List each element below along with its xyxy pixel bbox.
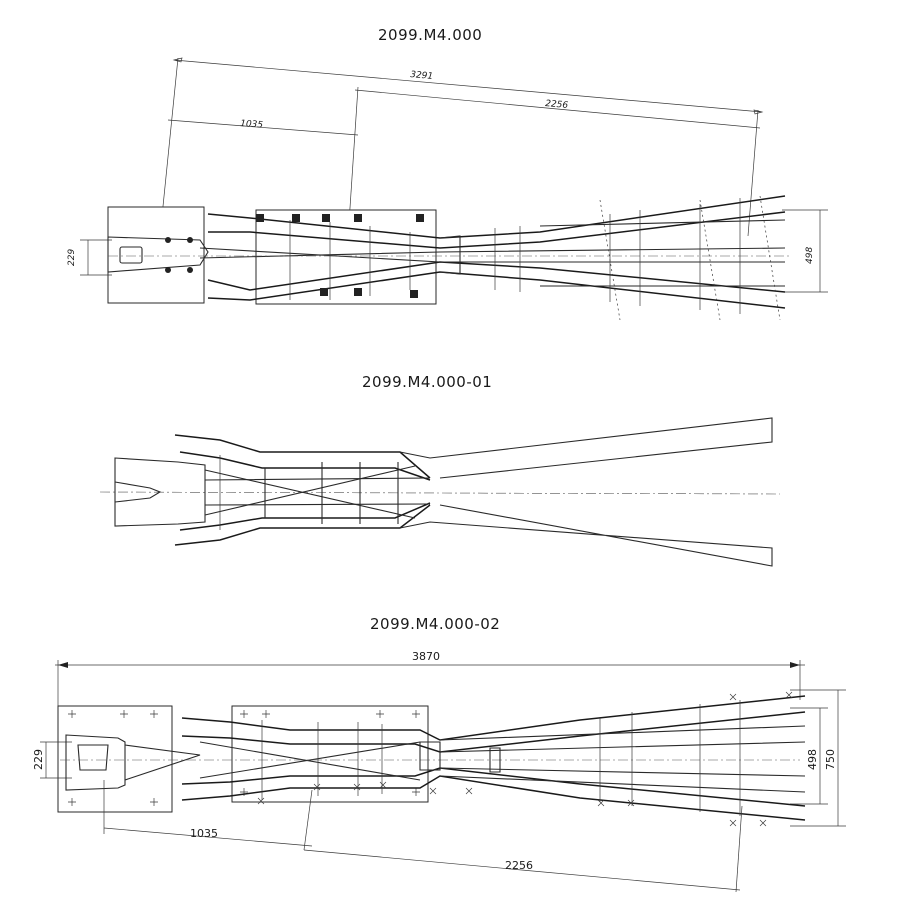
dim-3291: 3291 — [410, 70, 434, 82]
dim-1035-3: 1035 — [190, 827, 218, 840]
dim-229-3: 229 — [32, 749, 45, 770]
pad-left-3 — [57, 705, 173, 813]
pad-left — [107, 206, 205, 304]
dim-498: 498 — [805, 247, 815, 264]
dim-3870: 3870 — [412, 650, 440, 663]
dim-1035: 1035 — [240, 119, 264, 131]
pad-middle-3 — [231, 705, 429, 803]
drawing-title-3: 2099.M4.000-02 — [370, 615, 501, 633]
drawing-1-plan: 3291 2256 1035 229 498 — [67, 57, 828, 321]
dim-750-3: 750 — [824, 749, 837, 770]
drawing-3-plan: 3870 229 498 750 — [32, 650, 846, 893]
drawing-title-1: 2099.M4.000 — [378, 26, 483, 44]
dim-498-3: 498 — [806, 749, 819, 770]
dim-2256-3: 2256 — [505, 859, 533, 872]
drawing-title-2: 2099.M4.000-01 — [362, 373, 493, 391]
drawing-2-outline — [99, 417, 781, 567]
dim-2256: 2256 — [545, 99, 569, 111]
dim-229: 229 — [67, 249, 77, 266]
